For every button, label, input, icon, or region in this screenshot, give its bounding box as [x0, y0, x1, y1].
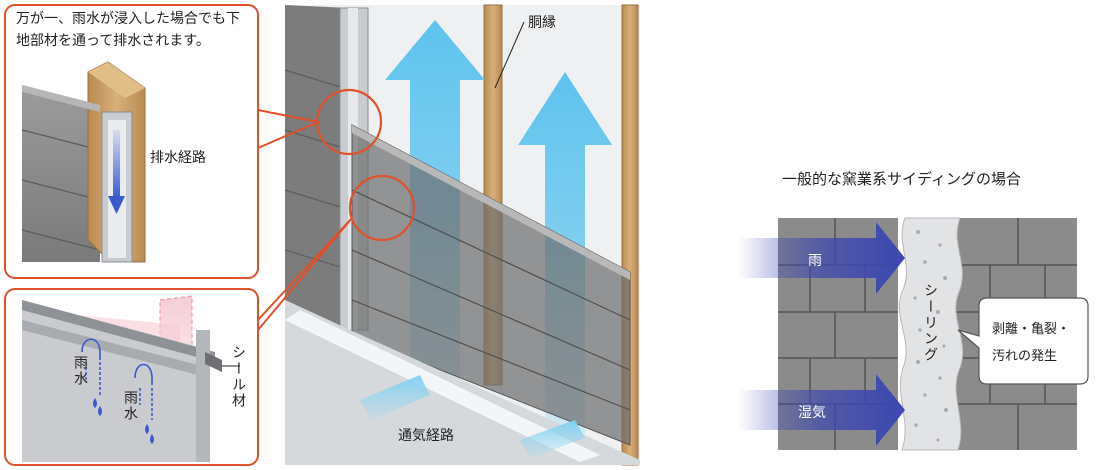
callout-bottom	[4, 288, 259, 466]
callout-connectors	[257, 109, 353, 331]
ventilation-inflow-arrow	[360, 375, 430, 420]
wall-bottom-sill	[285, 300, 640, 465]
rain-arrow-label: 雨	[808, 253, 822, 269]
drain-path-label: 排水経路	[150, 150, 206, 166]
rain-water-label-1: 雨水	[72, 355, 88, 387]
sealing-label: シーリング	[922, 283, 938, 363]
callout-top-drain-arrow-head	[108, 196, 125, 214]
callout-top-siding-grooves	[21, 129, 101, 251]
callout-top-siding-lip	[22, 85, 100, 112]
wall-left-grooves	[284, 69, 351, 271]
comparison-diagram	[738, 217, 1089, 451]
callout-bottom-siding-edge	[22, 300, 215, 362]
humidity-arrow	[738, 374, 905, 446]
rain-drip-group-1	[81, 338, 101, 395]
drain-note-text: 万が一、雨水が浸入した場合でも下地部材を通って排水されます。	[16, 11, 240, 49]
rain-water-label-2: 雨水	[122, 390, 138, 422]
rain-drip-group-2	[134, 363, 153, 420]
seal-material-label: シール材	[230, 345, 246, 409]
ventilation-inflow-arrow-2	[520, 420, 585, 458]
bubble-text-line1: 剥離・亀裂・	[992, 322, 1071, 337]
rain-arrow	[738, 222, 905, 294]
callout-bottom-joint-profile	[196, 330, 210, 462]
detail-circle-bottom	[348, 174, 416, 242]
callout-top	[4, 4, 259, 279]
furring-label: 胴縁	[528, 15, 556, 31]
rain-droplet-2b	[150, 434, 154, 444]
rain-droplet-1a	[93, 398, 97, 408]
comparison-title: 一般的な窯業系サイディングの場合	[782, 170, 1021, 188]
callout-top-siding	[22, 85, 100, 262]
speech-bubble	[957, 297, 1089, 385]
humidity-arrow-label: 湿気	[798, 405, 826, 421]
callout-bottom-siding-joint	[22, 320, 210, 378]
callout-top-wood-top	[88, 62, 145, 98]
bubble-text-line2: 汚れの発生	[992, 349, 1058, 364]
wall-left-siding	[285, 5, 350, 330]
callout-top-drain-arrow-shaft	[113, 130, 120, 198]
ventilation-label: 通気経路	[398, 428, 454, 444]
siding-panel-top-edge	[352, 125, 630, 280]
sealing-texture-dots	[913, 230, 948, 442]
sealing-strip	[898, 217, 964, 451]
furring-leader-line	[494, 21, 525, 89]
siding-panel-grooves	[351, 189, 631, 411]
rain-droplet-2a	[145, 424, 149, 434]
wall-illustration	[284, 4, 640, 466]
wall-bottom-flashing	[285, 310, 600, 462]
rain-droplet-1b	[98, 406, 102, 416]
callout-bottom-sealant	[205, 352, 222, 372]
